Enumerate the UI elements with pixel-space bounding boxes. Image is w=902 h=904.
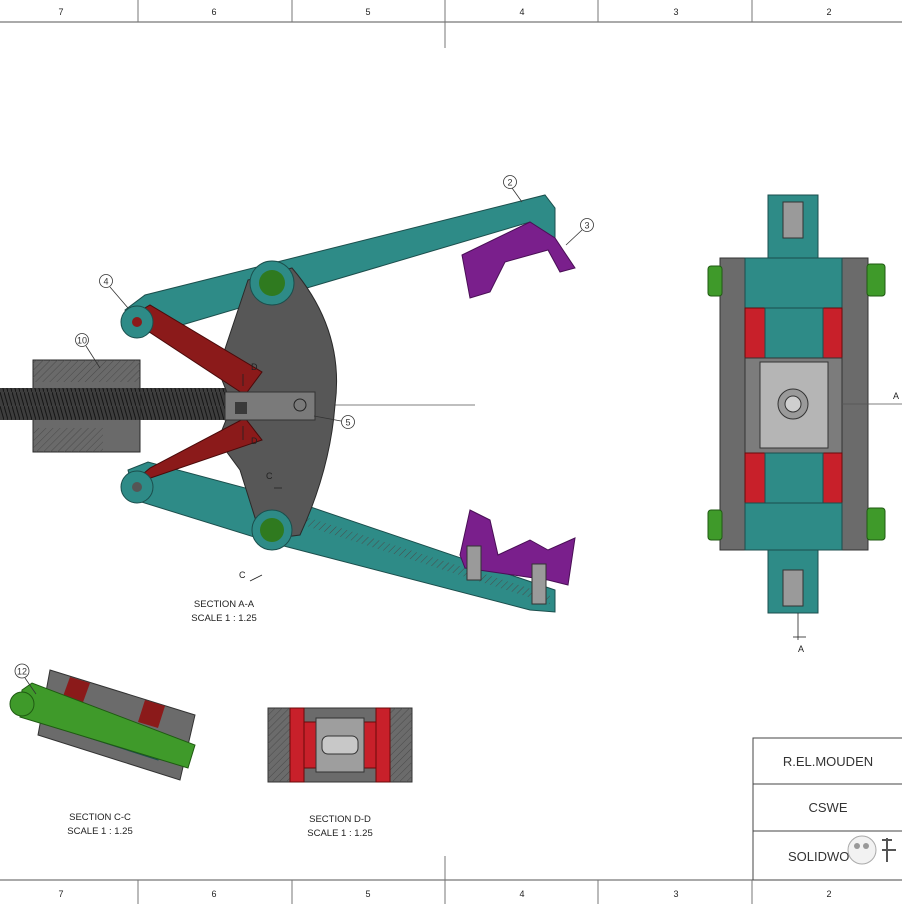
zone-label: 5 [365,7,370,17]
green-pin [707,509,723,541]
svg-text:5: 5 [345,418,350,428]
zone-label: 3 [673,889,678,899]
dd-red-left [289,707,305,783]
zone-label: 3 [673,7,678,17]
green-pin [866,263,886,297]
section-dd-scale: SCALE 1 : 1.25 [307,828,372,839]
callout-4: 4 [99,274,129,309]
watermark-logo-icon [847,835,902,865]
threaded-rod-inner [0,388,140,420]
pivot-pin [132,482,142,492]
zone-label: 2 [826,889,831,899]
svg-text:12: 12 [17,667,27,677]
section-cc-scale: SCALE 1 : 1.25 [67,826,132,837]
upper-jaw-pad [461,221,576,299]
zone-label: 6 [211,7,216,17]
section-aa-scale: SCALE 1 : 1.25 [191,613,256,624]
side-view: A A [707,194,902,654]
pivot-pin [132,317,142,327]
section-cc-view: 12 SECTION C-C SCALE 1 : 1.25 [9,663,196,837]
zone-label: 7 [58,889,63,899]
pivot-pin [260,518,284,542]
section-mark-c-bottom: C [239,570,246,580]
title-cert: CSWE [809,800,848,815]
cc-link [138,700,165,728]
lower-arm-hatch [300,515,550,604]
housing-hatch-bottom [33,428,103,452]
zone-label: 5 [365,889,370,899]
section-mark-d-lower: D [251,436,258,446]
svg-text:10: 10 [77,336,87,346]
svg-text:2: 2 [507,178,512,188]
callout-3: 3 [565,218,594,246]
callout-12: 12 [14,663,37,695]
housing-hatch-top [33,360,140,382]
zone-labels-bottom: 7 6 5 4 3 2 [58,889,831,899]
section-dd-title: SECTION D-D [309,814,371,825]
bottom-screw [782,569,804,607]
zone-label: 7 [58,7,63,17]
dd-red-right [375,707,391,783]
green-pin [707,265,723,297]
svg-text:3: 3 [584,221,589,231]
section-mark-a-right: A [893,391,899,401]
title-software: SOLIDWO [788,849,849,864]
upper-block [744,257,843,309]
section-aa-view: 2 3 4 10 5 D D C C SECT [0,175,594,624]
section-mark-a-bottom: A [798,644,804,654]
slider-nut [235,402,247,414]
zone-label: 4 [519,7,524,17]
zone-label: 4 [519,889,524,899]
green-pin [866,507,886,541]
section-dd-view: SECTION D-D SCALE 1 : 1.25 [267,707,413,839]
pivot-pin [259,270,285,296]
zone-label: 2 [826,7,831,17]
section-mark-d-upper: D [251,362,258,372]
callout-5: 5 [313,415,355,429]
section-mark-c-mid: C [266,471,273,481]
svg-text:4: 4 [103,277,108,287]
title-author: R.EL.MOUDEN [783,754,873,769]
zone-labels-top: 7 6 5 4 3 2 [58,7,831,17]
lower-block [744,502,843,551]
title-block: R.EL.MOUDEN CSWE SOLIDWO [752,737,902,881]
zone-label: 6 [211,889,216,899]
top-screw [782,201,804,239]
callout-10: 10 [75,333,101,369]
pad-screw [531,563,547,605]
section-cc-title: SECTION C-C [69,812,131,823]
callout-2: 2 [503,175,523,203]
section-aa-title: SECTION A-A [194,599,255,610]
slider-pin [293,398,307,412]
pad-screw [466,545,482,581]
